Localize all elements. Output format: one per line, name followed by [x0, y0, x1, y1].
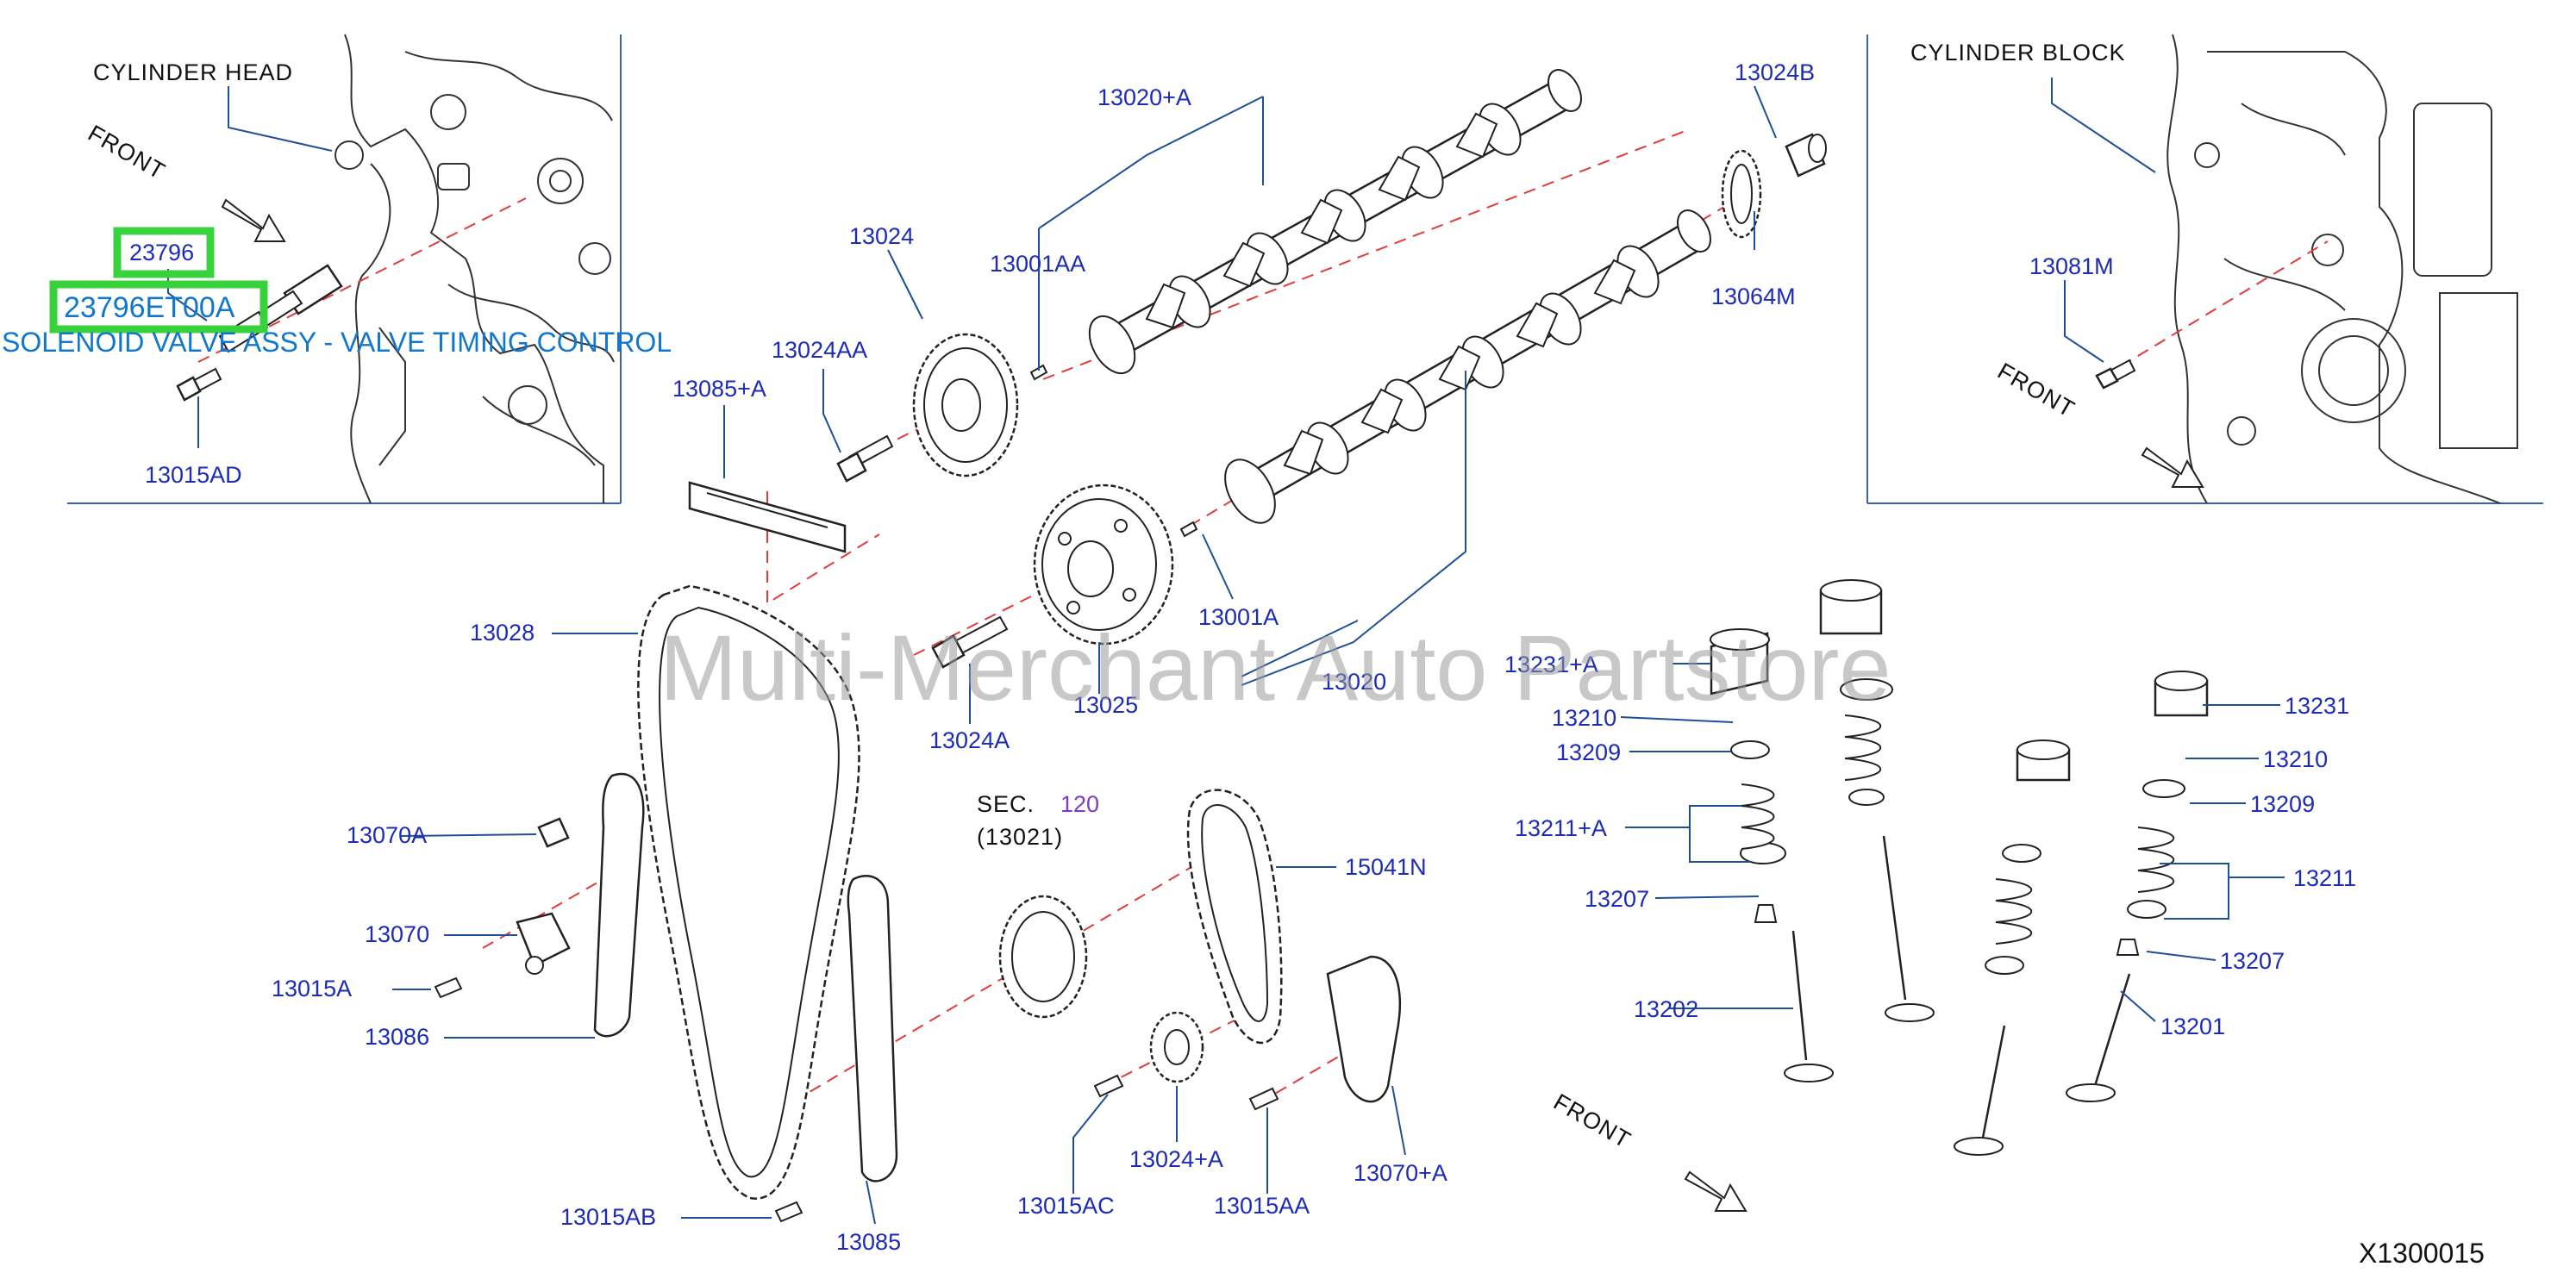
- part-label-13024A[interactable]: 13024A: [929, 727, 1010, 753]
- cylinder-head-sketch: [335, 34, 615, 504]
- part-label-13070A[interactable]: 13070A: [347, 822, 427, 848]
- cylinder-head-label: CYLINDER HEAD: [93, 59, 293, 85]
- part-label-13209[interactable]: 13209: [1556, 739, 1621, 765]
- cylinder-block-inset: [1866, 34, 2543, 504]
- part-label-13211A[interactable]: 13211+A: [1515, 815, 1607, 841]
- highlight-box-oem: [49, 280, 268, 334]
- part-label-13020[interactable]: 13020: [1322, 669, 1386, 695]
- part-label-13210[interactable]: 13210: [1552, 705, 1616, 731]
- tensioner-arm: [593, 772, 645, 1038]
- part-label-13015A[interactable]: 13015A: [272, 976, 352, 1001]
- highlight-oem-number[interactable]: 23796ET00A: [64, 291, 235, 324]
- highlighted-part[interactable]: 23796 23796ET00A SOLENOID VALVE ASSY - V…: [2, 227, 672, 358]
- leader-lines: [167, 78, 2285, 1225]
- cam-sprocket: [912, 333, 1019, 477]
- plug: [1785, 133, 1827, 178]
- watermark: Multi-Merchant Auto Partstore: [660, 615, 1891, 720]
- front-label-valves: FRONT: [1549, 1089, 1635, 1153]
- part-label-13024A2[interactable]: 13024+A: [1129, 1146, 1223, 1172]
- diagram-id: X1300015: [2359, 1238, 2485, 1269]
- idler-sprocket: [1093, 1011, 1279, 1111]
- cylinder-block-sketch: [2166, 34, 2518, 504]
- part-label-13001A[interactable]: 13001A: [1198, 604, 1279, 630]
- part-label-13024B[interactable]: 13024B: [1735, 59, 1815, 85]
- camshaft-lower: [1224, 209, 1711, 524]
- part-label-13201[interactable]: 13201: [2160, 1014, 2225, 1039]
- part-labels: 13015AD 13020+A 13024 13001AA 13024AA 13…: [145, 59, 2356, 1255]
- crank-sprocket: [998, 895, 1088, 1019]
- part-label-13028[interactable]: 13028: [470, 620, 535, 646]
- part-label-13024AA[interactable]: 13024AA: [772, 337, 867, 363]
- part-label-13015AD[interactable]: 13015AD: [145, 462, 242, 488]
- cylinder-block-label: CYLINDER BLOCK: [1910, 40, 2126, 66]
- part-label-13209b[interactable]: 13209: [2250, 791, 2315, 817]
- part-label-13025[interactable]: 13025: [1073, 692, 1138, 718]
- part-label-13015AB[interactable]: 13015AB: [560, 1204, 656, 1230]
- chain-guide-upper: [688, 481, 847, 553]
- part-label-13015AA[interactable]: 13015AA: [1214, 1193, 1310, 1219]
- part-label-13231[interactable]: 13231: [2285, 693, 2349, 719]
- chain-tensioner: [516, 912, 571, 975]
- valve-train: [1710, 579, 2209, 1156]
- signal-plate: [1721, 149, 1762, 239]
- part-label-13015AC[interactable]: 13015AC: [1017, 1193, 1115, 1219]
- chain-guide-lower: [847, 875, 898, 1182]
- cylinder-head-inset: [67, 34, 622, 504]
- part-label-13086[interactable]: 13086: [365, 1024, 429, 1050]
- sec-label: SEC.: [977, 791, 1035, 817]
- vtc-sprocket: [1033, 484, 1174, 646]
- part-label-13202[interactable]: 13202: [1634, 996, 1698, 1022]
- part-label-13207[interactable]: 13207: [1585, 886, 1649, 912]
- part-label-13211[interactable]: 13211: [2293, 865, 2356, 891]
- sec-reference: (13021): [977, 824, 1063, 850]
- part-label-13001AA[interactable]: 13001AA: [990, 251, 1085, 277]
- highlight-box-part-number: [113, 227, 215, 278]
- camshaft-upper: [1088, 69, 1582, 375]
- tensioner-bolts: [434, 817, 803, 1223]
- timing-chain-secondary: [1186, 789, 1283, 1045]
- part-label-15041N[interactable]: 15041N: [1345, 854, 1427, 880]
- part-label-13231A[interactable]: 13231+A: [1504, 652, 1598, 677]
- secondary-tensioner: [1326, 955, 1401, 1103]
- part-label-13207b[interactable]: 13207: [2220, 948, 2285, 974]
- front-label-head: FRONT: [84, 120, 170, 184]
- part-label-13070A2[interactable]: 13070+A: [1354, 1160, 1447, 1186]
- part-label-13020A[interactable]: 13020+A: [1097, 84, 1191, 110]
- part-label-13085[interactable]: 13085: [836, 1229, 901, 1255]
- sec-number[interactable]: 120: [1060, 791, 1099, 817]
- part-label-13085A[interactable]: 13085+A: [672, 376, 766, 402]
- front-label-block: FRONT: [1993, 358, 2079, 422]
- front-arrows: [221, 198, 2204, 1212]
- highlight-description: SOLENOID VALVE ASSY - VALVE TIMING CONTR…: [2, 327, 672, 358]
- part-label-13210b[interactable]: 13210: [2263, 746, 2328, 772]
- small-fasteners: [176, 359, 2136, 669]
- timing-chain-primary: [637, 584, 860, 1200]
- part-label-13081M[interactable]: 13081M: [2029, 253, 2114, 279]
- part-label-13070[interactable]: 13070: [365, 921, 429, 947]
- part-label-13024[interactable]: 13024: [849, 223, 914, 249]
- highlight-part-number[interactable]: 23796: [129, 240, 194, 265]
- part-label-13064M[interactable]: 13064M: [1711, 284, 1796, 309]
